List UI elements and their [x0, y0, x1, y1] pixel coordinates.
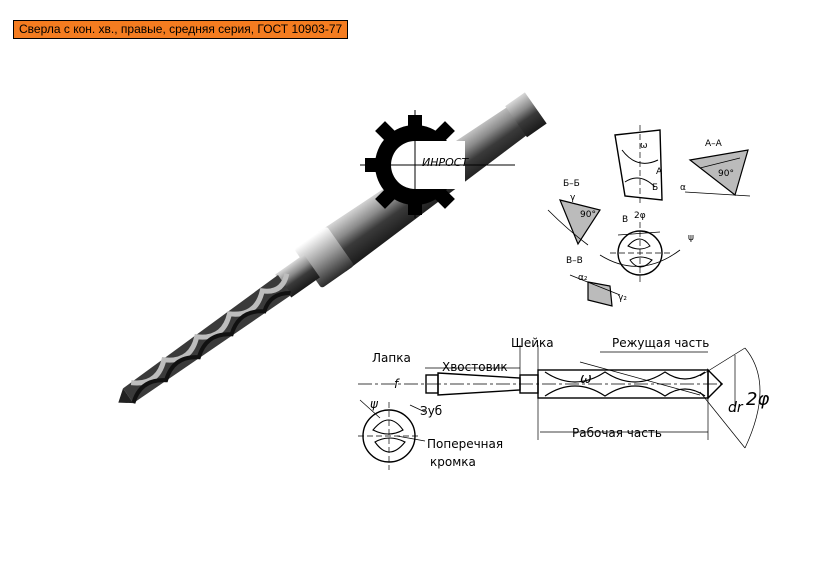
label-psi: ψ — [370, 397, 379, 411]
section-bb-label: Б–Б — [563, 179, 580, 189]
label-lapka: Лапка — [372, 351, 411, 365]
angle-90-aa: 90° — [718, 169, 734, 179]
marker-v: В — [622, 215, 628, 225]
gear-logo-icon: ИНРОСТ — [360, 110, 515, 218]
point-view — [547, 125, 751, 307]
page-title: Сверла с кон. хв., правые, средняя серия… — [13, 20, 349, 39]
gamma-label: γ — [570, 193, 576, 203]
label-omega: ω — [580, 371, 592, 387]
label-rezhushchaya: Режущая часть — [612, 336, 709, 350]
psi-small-label: ψ — [688, 233, 694, 243]
alpha2-label: α₂ — [578, 273, 588, 283]
label-poperechnaya: Поперечная — [427, 437, 503, 451]
section-aa-label: А–А — [705, 139, 723, 149]
label-zub: Зуб — [420, 404, 442, 418]
marker-b: Б — [652, 183, 658, 193]
label-rabochaya: Рабочая часть — [572, 426, 662, 440]
gamma2-label: γ₂ — [618, 293, 627, 303]
marker-a: А — [656, 167, 663, 177]
section-vv-label: В–В — [566, 256, 583, 266]
two-phi-small-label: 2φ — [634, 211, 646, 221]
label-kromka: кромка — [430, 455, 476, 469]
omega-small-label: ω — [640, 141, 648, 151]
label-dr: dr — [728, 400, 744, 416]
logo-text: ИНРОСТ — [422, 156, 469, 169]
alpha-label: α — [680, 183, 686, 193]
label-sheyka: Шейка — [511, 336, 554, 350]
angle-90-bb: 90° — [580, 210, 596, 220]
label-two-phi: 2φ — [746, 389, 769, 410]
side-view — [358, 345, 761, 470]
label-khvostovik: Хвостовик — [442, 360, 508, 374]
label-f: f — [394, 377, 400, 391]
